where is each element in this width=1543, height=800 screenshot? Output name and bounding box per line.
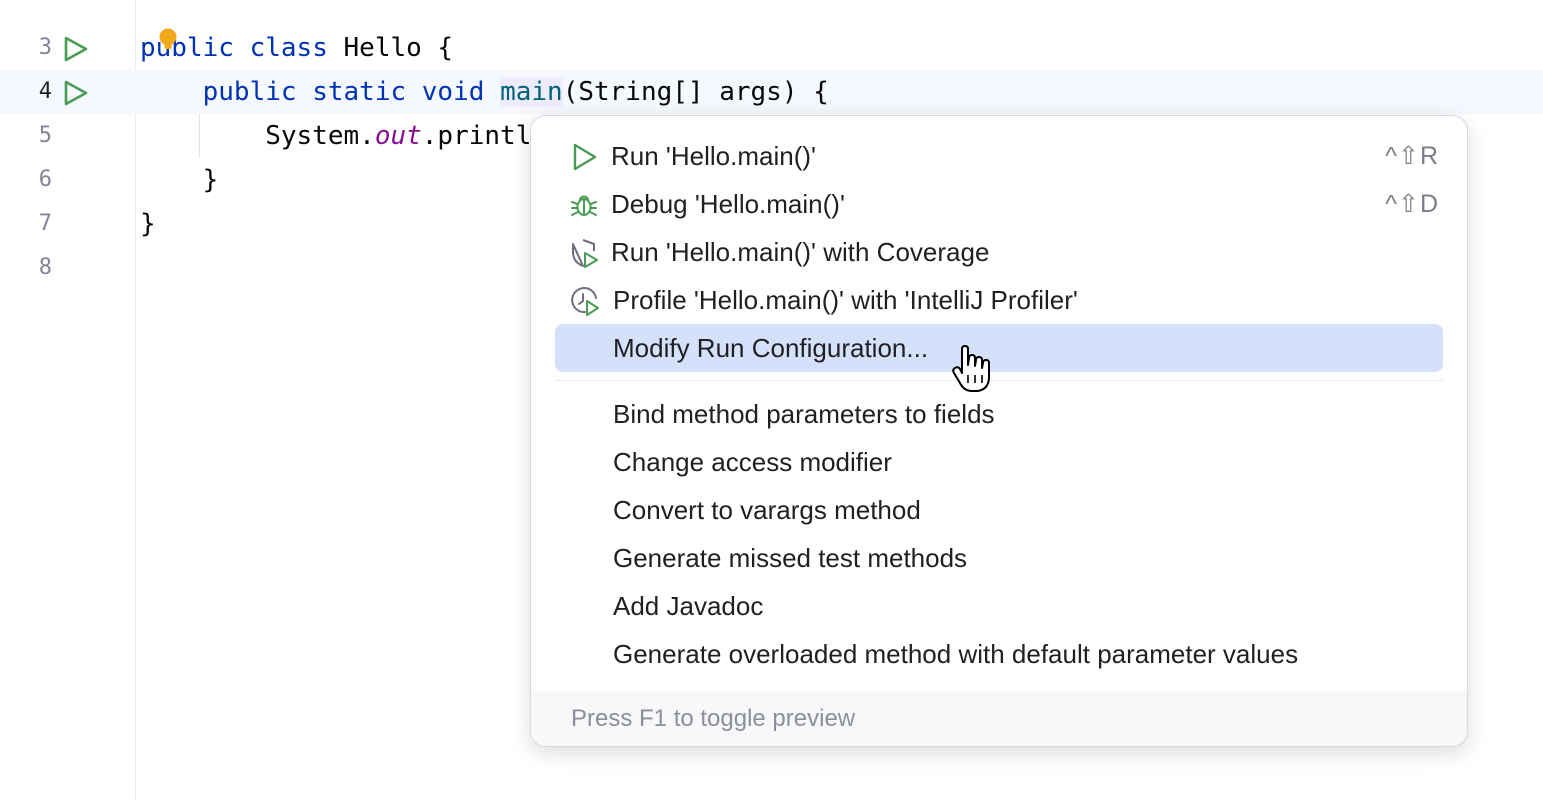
menu-item-modify-run-configuration[interactable]: Modify Run Configuration... — [555, 324, 1443, 372]
intention-item[interactable]: Bind method parameters to fields — [555, 390, 1443, 438]
code-token: out — [374, 121, 422, 151]
context-actions-popup: Run 'Hello.main()' ^⇧R Debug 'Hello.main… — [530, 115, 1468, 747]
code-text[interactable]: System.out.printl — [140, 114, 531, 158]
code-text[interactable]: public static void main(String[] args) { — [140, 70, 829, 114]
code-token: public — [140, 33, 234, 63]
debug-icon — [571, 195, 597, 216]
code-token: Hello { — [327, 33, 454, 63]
coverage-icon — [572, 239, 598, 268]
code-line-5[interactable]: 5 System.out.printl — [0, 114, 1543, 158]
code-token: System. — [140, 121, 375, 151]
footer-hint: Press F1 to toggle preview — [571, 705, 856, 732]
code-token — [297, 77, 313, 107]
intention-item[interactable]: Change access modifier — [555, 438, 1443, 486]
run-icon — [573, 143, 597, 171]
intention-item[interactable]: Generate missed test methods — [555, 534, 1443, 582]
code-text[interactable]: } — [140, 158, 219, 202]
code-token: } — [140, 209, 156, 239]
code-token: static — [312, 77, 407, 107]
code-line-7[interactable]: 7 } — [0, 202, 1543, 246]
line-number: 8 — [38, 255, 52, 280]
code-line-3[interactable]: 3 public class Hello { — [0, 26, 1543, 70]
hand-pointer-icon — [952, 345, 990, 392]
menu-item-label: Convert to varargs method — [613, 495, 921, 525]
menu-item-label: Profile 'Hello.main()' with 'IntelliJ Pr… — [613, 285, 1078, 315]
menu-item-label: Run 'Hello.main()' — [611, 141, 816, 171]
code-line-4[interactable]: 4 public static void main(String[] args)… — [0, 70, 1543, 114]
intention-bulb-icon[interactable] — [158, 28, 178, 52]
editor-gutter — [0, 0, 136, 800]
line-number: 7 — [38, 211, 52, 236]
code-token: } — [140, 165, 219, 195]
popup-footer: Press F1 to toggle preview — [531, 692, 1467, 746]
code-line-6[interactable]: 6 } — [0, 158, 1543, 202]
indent-guide — [199, 114, 200, 158]
profiler-icon — [571, 287, 599, 316]
menu-item-debug[interactable]: Debug 'Hello.main()' ^⇧D — [555, 180, 1443, 228]
intention-item[interactable]: Add Javadoc — [555, 582, 1443, 630]
run-gutter-icon[interactable] — [62, 79, 90, 107]
shortcut-label: ^⇧D — [1385, 190, 1439, 218]
menu-item-run[interactable]: Run 'Hello.main()' ^⇧R — [555, 132, 1443, 180]
intention-item[interactable]: Generate overloaded method with default … — [555, 630, 1443, 678]
menu-item-label: Change access modifier — [613, 447, 892, 477]
menu-item-label: Debug 'Hello.main()' — [611, 189, 845, 219]
menu-item-label: Generate overloaded method with default … — [613, 639, 1299, 669]
code-token: main — [500, 77, 563, 107]
code-line-8[interactable]: 8 — [0, 246, 1543, 290]
menu-item-profile[interactable]: Profile 'Hello.main()' with 'IntelliJ Pr… — [555, 276, 1443, 324]
code-token — [234, 33, 250, 63]
code-token: (String[] args) { — [562, 77, 829, 107]
line-number: 3 — [38, 35, 52, 60]
line-number: 5 — [38, 123, 52, 148]
code-token: void — [421, 77, 485, 107]
code-token: class — [249, 33, 328, 63]
menu-item-label: Add Javadoc — [613, 591, 764, 621]
menu-item-label: Generate missed test methods — [613, 543, 968, 573]
line-number: 4 — [38, 79, 52, 104]
code-token: .printl — [421, 121, 532, 151]
shortcut-label: ^⇧R — [1385, 142, 1439, 170]
menu-separator — [555, 380, 1443, 381]
menu-item-label: Bind method parameters to fields — [613, 399, 995, 429]
run-gutter-icon[interactable] — [62, 35, 90, 63]
code-token: public — [202, 77, 297, 107]
code-token — [484, 77, 500, 107]
menu-item-label: Run 'Hello.main()' with Coverage — [611, 237, 990, 267]
intention-item[interactable]: Convert to varargs method — [555, 486, 1443, 534]
code-text[interactable]: public class Hello { — [140, 26, 453, 70]
code-token — [406, 77, 422, 107]
code-token — [140, 77, 203, 107]
menu-item-label: Modify Run Configuration... — [613, 333, 929, 363]
line-number: 6 — [38, 167, 52, 192]
menu-item-run-with-coverage[interactable]: Run 'Hello.main()' with Coverage — [555, 228, 1443, 276]
code-text[interactable]: } — [140, 202, 156, 246]
